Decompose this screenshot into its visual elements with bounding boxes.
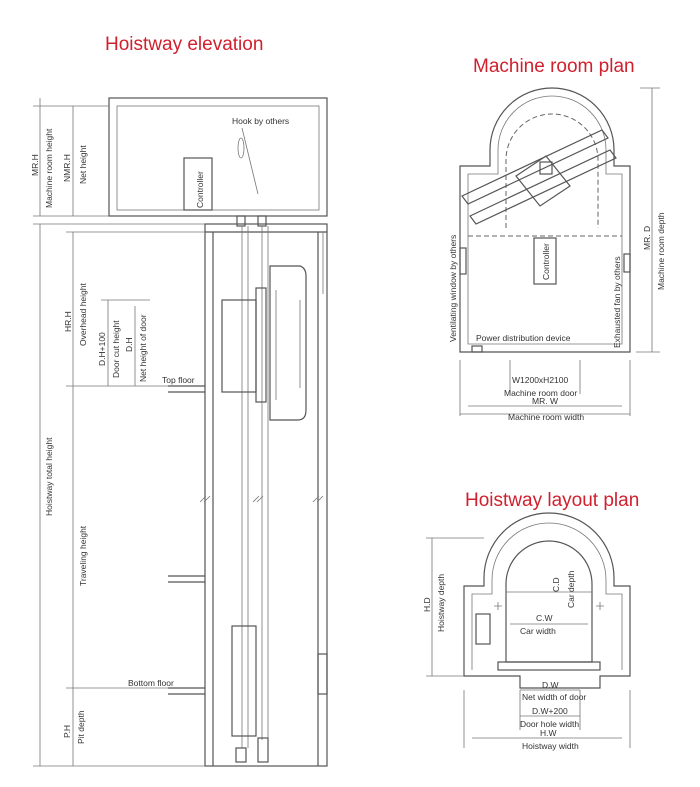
door-hole-width-label: Door hole width xyxy=(520,719,579,729)
net-height-door-label: Net height of door xyxy=(138,314,148,382)
car-width-label: Car width xyxy=(520,626,556,636)
bottom-floor-label: Bottom floor xyxy=(128,678,174,688)
hook-label: Hook by others xyxy=(232,116,289,126)
cd-label: C.D xyxy=(551,577,561,592)
ph-label: P.H xyxy=(62,725,72,738)
mrd-label: MR. D xyxy=(642,226,652,250)
dw-label: D.W xyxy=(542,680,559,690)
mrh-label: MR.H xyxy=(30,154,40,176)
machine-room-depth-label: Machine room depth xyxy=(656,212,666,290)
machine-room-title: Machine room plan xyxy=(473,56,635,77)
power-device-label: Power distribution device xyxy=(476,333,571,343)
car-depth-label: Car depth xyxy=(566,570,576,608)
elevation-controller-label: Controller xyxy=(195,171,205,208)
hoistway-depth-label: Hoistway depth xyxy=(436,574,446,632)
hoistway-total-height-label: Hoistway total height xyxy=(44,437,54,516)
overhead-height-label: Overhead height xyxy=(78,283,88,346)
mrh-desc: Machine room height xyxy=(44,128,54,208)
hoistway-width-label: Hoistway width xyxy=(522,741,579,751)
mr-controller-label: Controller xyxy=(541,243,551,280)
dh100-label: D.H+100 xyxy=(97,332,107,366)
dh-label: D.H xyxy=(124,337,134,352)
ventilating-window-label: Ventilating window by others xyxy=(448,235,458,342)
pit-depth-label: Pit depth xyxy=(76,710,86,744)
net-width-door-label: Net width of door xyxy=(522,692,586,702)
elevation-title: Hoistway elevation xyxy=(105,34,263,55)
mrw-label: MR. W xyxy=(532,396,558,406)
hoistway-elevation: Controller Hook by others Top fl xyxy=(30,97,328,767)
top-floor-label: Top floor xyxy=(162,375,195,385)
hd-label: H.D xyxy=(422,597,432,612)
layout-title: Hoistway layout plan xyxy=(465,490,639,511)
machine-room-width-label: Machine room width xyxy=(508,412,584,422)
hrh-label: HR.H xyxy=(63,311,73,332)
elevation-controller-box xyxy=(183,157,213,211)
cw-label: C.W xyxy=(536,613,553,623)
dw200-label: D.W+200 xyxy=(532,706,568,716)
hw-label: H.W xyxy=(540,728,557,738)
net-height-label: Net height xyxy=(78,145,88,184)
hoistway-layout-plan: C.D Car depth C.W Car width D.W Net widt… xyxy=(422,512,631,751)
machine-room-door-label: Machine room door xyxy=(504,388,577,398)
machine-room-plan: Controller Ventilating window by others … xyxy=(448,87,666,422)
door-cut-height-label: Door cut height xyxy=(111,320,121,378)
mr-controller-box xyxy=(533,237,557,285)
door-size-label: W1200xH2100 xyxy=(512,375,569,385)
nmrh-label: NMR.H xyxy=(62,154,72,182)
traveling-height-label: Traveling height xyxy=(78,525,88,586)
exhaust-fan-label: Exhausted fan by others xyxy=(612,256,622,348)
